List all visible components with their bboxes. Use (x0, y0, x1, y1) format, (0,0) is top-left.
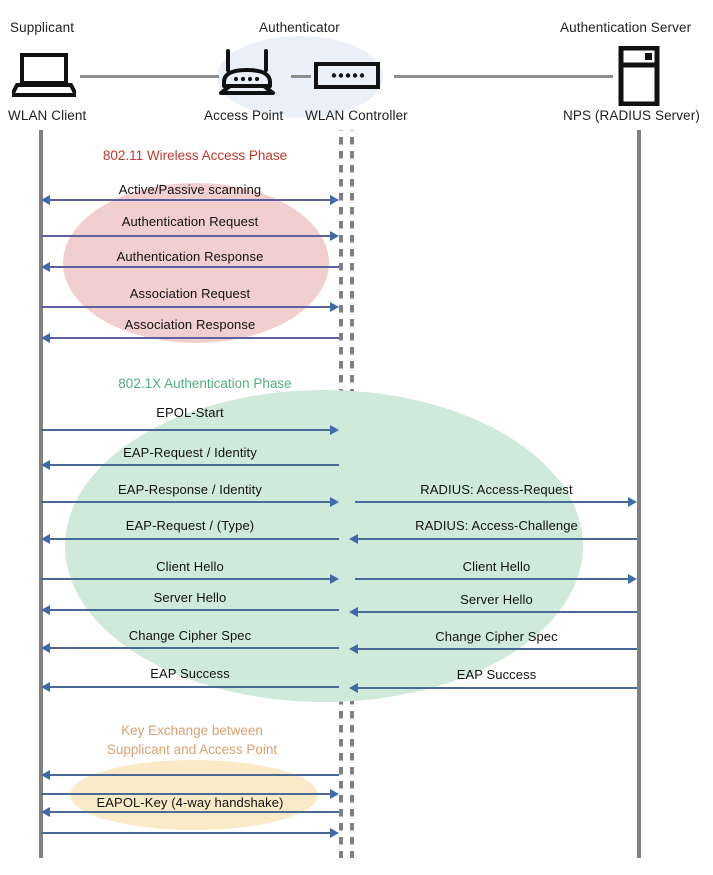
wlan-controller-icon (314, 62, 380, 94)
msg-label-association-response: Association Response (124, 317, 256, 332)
msg-line-eap-request-identity (46, 464, 339, 466)
msg-line-eap-response-identity (41, 501, 332, 503)
msg-arrow-right-epol-start (330, 425, 339, 435)
msg-label-eap-success-left: EAP Success (150, 666, 230, 681)
msg-arrow-right-authentication-request (330, 231, 339, 241)
msg-label-client-hello-left: Client Hello (156, 559, 224, 574)
msg-arrow-right-eapol-key-4 (330, 828, 339, 838)
msg-arrow-right-radius-access-request (628, 497, 637, 507)
msg-label-client-hello-right: Client Hello (462, 559, 531, 574)
msg-line-client-hello-left (41, 578, 332, 580)
lifeline-authentication-server (637, 130, 641, 858)
actor-role-authentication-server: Authentication Server (560, 20, 692, 35)
msg-arrow-left-radius-access-challenge (349, 534, 358, 544)
msg-label-active-passive-scanning: Active/Passive scanning (118, 182, 262, 197)
laptop-icon (10, 52, 78, 102)
msg-arrow-right-eap-response-identity (330, 497, 339, 507)
msg-arrow-left-authentication-response (41, 262, 50, 272)
msg-label-server-hello-right: Server Hello (460, 592, 533, 607)
msg-arrow-right-active-passive-scanning (330, 195, 339, 205)
phase-heading-key-exchange-line2: Supplicant and Access Point (106, 742, 278, 757)
server-icon (618, 45, 660, 111)
msg-line-eapol-key-1 (46, 774, 339, 776)
msg-line-eapol-key-3 (46, 811, 339, 813)
msg-arrow-left-eap-request-type (41, 534, 50, 544)
msg-arrow-right-client-hello-left (330, 574, 339, 584)
msg-arrow-left-active-passive-scanning (41, 195, 50, 205)
actor-device-access-point: Access Point (204, 108, 284, 123)
msg-line-eap-request-type (46, 538, 339, 540)
msg-label-authentication-response: Authentication Response (116, 249, 264, 264)
msg-label-eap-success-right: EAP Success (456, 667, 537, 682)
msg-line-eapol-key-4 (41, 832, 332, 834)
msg-label-radius-access-request: RADIUS: Access-Request (420, 482, 573, 497)
msg-label-eap-request-type: EAP-Request / (Type) (125, 518, 255, 533)
msg-arrow-left-server-hello-right (349, 607, 358, 617)
msg-label-change-cipher-spec-left: Change Cipher Spec (128, 628, 252, 643)
phase-heading-wireless: 802.11 Wireless Access Phase (102, 148, 288, 163)
msg-label-server-hello-left: Server Hello (153, 590, 227, 605)
msg-label-radius-access-challenge: RADIUS: Access-Challenge (415, 518, 578, 533)
msg-arrow-left-association-response (41, 333, 50, 343)
msg-label-eap-request-identity: EAP-Request / Identity (123, 445, 257, 460)
msg-line-epol-start (41, 429, 332, 431)
msg-line-change-cipher-spec-right (355, 648, 637, 650)
msg-label-eapol-key-handshake: EAPOL-Key (4-way handshake) (96, 795, 284, 810)
msg-label-change-cipher-spec-right: Change Cipher Spec (435, 629, 558, 644)
actor-role-authenticator: Authenticator (259, 20, 340, 35)
msg-line-eap-success-right (355, 687, 637, 689)
msg-arrow-left-eap-success-left (41, 682, 50, 692)
wire-controller-to-server (394, 75, 613, 78)
phase-ellipse-wireless (63, 183, 329, 343)
msg-line-change-cipher-spec-left (46, 647, 339, 649)
msg-line-eapol-key-2 (41, 793, 332, 795)
msg-line-eap-success-left (46, 686, 339, 688)
actor-device-wlan-client: WLAN Client (8, 108, 87, 123)
msg-label-authentication-request: Authentication Request (121, 214, 259, 229)
msg-label-epol-start: EPOL-Start (156, 405, 224, 420)
wire-ap-to-controller (291, 75, 311, 78)
access-point-icon (218, 48, 276, 105)
actor-device-wlan-controller: WLAN Controller (305, 108, 408, 123)
msg-arrow-left-change-cipher-spec-left (41, 643, 50, 653)
msg-line-authentication-response (46, 266, 339, 268)
lifeline-supplicant (39, 130, 43, 858)
msg-arrow-left-eap-request-identity (41, 460, 50, 470)
msg-arrow-left-eapol-key-3 (41, 807, 50, 817)
phase-ellipse-dot1x (65, 390, 583, 702)
phase-ellipse-key-exchange (70, 760, 318, 830)
msg-arrow-left-server-hello-left (41, 605, 50, 615)
msg-arrow-left-change-cipher-spec-right (349, 644, 358, 654)
msg-label-eap-response-identity: EAP-Response / Identity (118, 482, 262, 497)
msg-label-association-request: Association Request (129, 286, 251, 301)
msg-arrow-right-client-hello-right (628, 574, 637, 584)
msg-arrow-right-association-request (330, 302, 339, 312)
phase-heading-key-exchange-line1: Key Exchange between (121, 723, 263, 738)
msg-line-server-hello-left (46, 609, 339, 611)
msg-arrow-right-eapol-key-2 (330, 789, 339, 799)
msg-line-client-hello-right (355, 578, 629, 580)
msg-line-association-request (41, 306, 332, 308)
phase-heading-dot1x: 802.1X Authentication Phase (118, 376, 292, 391)
msg-line-active-passive-scanning (46, 199, 334, 201)
msg-line-server-hello-right (355, 611, 637, 613)
msg-line-authentication-request (41, 235, 332, 237)
wire-client-to-ap (80, 75, 219, 78)
msg-arrow-left-eap-success-right (349, 683, 358, 693)
msg-line-radius-access-challenge (355, 538, 637, 540)
msg-line-association-response (46, 337, 339, 339)
actor-device-nps-radius-server: NPS (RADIUS Server) (563, 108, 700, 123)
msg-line-radius-access-request (355, 501, 629, 503)
actor-role-supplicant: Supplicant (10, 20, 75, 35)
msg-arrow-left-eapol-key-1 (41, 770, 50, 780)
